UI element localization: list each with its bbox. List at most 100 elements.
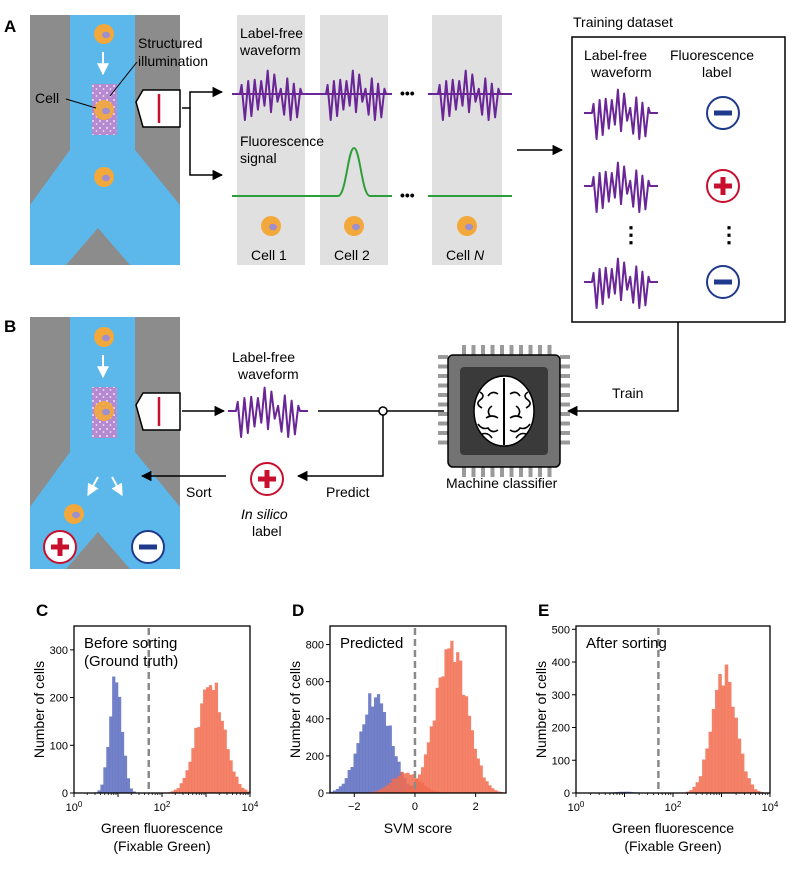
histogram-bar: [456, 652, 460, 793]
histogram-bar: [467, 715, 472, 793]
waveform-label-1: Label-free: [240, 25, 303, 41]
x-tick-label: 102: [154, 800, 171, 815]
histogram-bar: [379, 788, 384, 793]
histogram-bar: [191, 748, 195, 793]
histogram-bar: [432, 720, 436, 793]
in-silico-label: In silico: [241, 506, 288, 522]
b-waveform-label-1: Label-free: [232, 349, 295, 365]
waveform-label-2: waveform: [239, 42, 301, 58]
predict-label: Predict: [326, 484, 370, 500]
histogram-bar: [344, 778, 348, 793]
histogram-bar: [229, 760, 233, 793]
histogram-bar: [685, 791, 690, 793]
histogram-bar: [388, 782, 392, 793]
histogram-bar: [418, 781, 422, 793]
histogram-bar: [394, 756, 398, 793]
y-tick-label: 400: [306, 714, 324, 726]
histogram-bar: [747, 778, 751, 793]
histogram-bar: [497, 791, 501, 793]
chart-annotation: Predicted: [340, 635, 403, 652]
histogram-bar: [753, 789, 758, 793]
histogram-bar: [444, 649, 448, 793]
chart-annotation: (Ground truth): [84, 653, 178, 670]
histogram-bar: [429, 726, 433, 793]
x-tick-label: 2: [473, 801, 479, 813]
training-waveforms: [584, 88, 658, 309]
histogram-bar: [737, 738, 742, 793]
panel-label-e: E: [538, 601, 549, 620]
brain-icon: [473, 375, 535, 447]
y-tick-label: 100: [552, 755, 570, 767]
minus-outlet-icon: [131, 530, 165, 564]
histogram-bar: [365, 714, 369, 793]
histogram-bar: [244, 789, 248, 793]
histogram-bar: [708, 731, 713, 793]
histogram-bar: [409, 774, 413, 793]
histogram-bar: [356, 743, 360, 793]
histogram-bar: [179, 783, 183, 793]
histogram-bar: [400, 771, 404, 793]
y-tick-label: 200: [306, 751, 324, 763]
y-tick-label: 300: [50, 645, 68, 657]
histogram-bar: [217, 712, 221, 793]
y-tick-label: 0: [318, 788, 324, 800]
histogram-bar: [97, 790, 101, 793]
histogram-bar: [359, 731, 363, 793]
histogram-bar: [705, 748, 709, 793]
y-tick-label: 200: [50, 693, 68, 705]
histogram-bar: [374, 697, 378, 793]
histogram-bar: [482, 777, 486, 793]
histogram-bar: [341, 783, 345, 793]
histogram-bar: [332, 790, 337, 793]
histogram-bar: [721, 685, 726, 793]
histogram-bar: [214, 682, 219, 793]
histogram-bar: [126, 778, 131, 793]
b-waveform-label-2: waveform: [237, 366, 299, 382]
cell-label: Cell: [35, 90, 59, 106]
histogram-bar: [238, 784, 242, 793]
histogram-bar: [388, 725, 392, 793]
histogram-bar: [182, 777, 186, 793]
training-col1-1: Label-free: [584, 47, 647, 63]
y-axis-label: Number of cells: [533, 661, 549, 758]
x-tick-label: −2: [348, 801, 361, 813]
histogram-bar: [415, 778, 419, 793]
in-silico-plus-icon: [250, 462, 284, 496]
histogram-bar: [727, 681, 732, 793]
panel-label-d: D: [292, 601, 304, 620]
histogram-bar: [750, 784, 755, 793]
histogram-bar: [338, 786, 343, 793]
histogram-bar: [176, 788, 180, 793]
histogram-bar: [470, 730, 475, 793]
histogram-bar: [447, 648, 451, 793]
fluor-label-1: Fluorescence: [240, 133, 324, 149]
machine-classifier-label: Machine classifier: [446, 475, 558, 491]
chart-annotation: After sorting: [586, 635, 667, 652]
histogram-bar: [715, 689, 719, 793]
histogram-bar: [235, 776, 239, 793]
histogram-bar: [350, 766, 354, 793]
histogram-bar: [100, 784, 104, 793]
sort-label: Sort: [186, 484, 212, 500]
channel-b: [30, 317, 181, 569]
histogram-bar: [379, 703, 384, 793]
lane-cells: [261, 216, 477, 236]
histogram-bar: [362, 724, 366, 793]
histogram-bar: [382, 711, 387, 793]
y-tick-label: 200: [552, 723, 570, 735]
histogram-bar: [494, 790, 498, 793]
x-tick-label: 104: [242, 800, 259, 815]
histogram-bar: [132, 791, 136, 793]
x-tick-label: 104: [762, 800, 779, 815]
histogram-bar: [123, 755, 128, 793]
panel-label-c: C: [36, 601, 48, 620]
ellipsis-top: •••: [400, 85, 415, 101]
y-tick-label: 800: [306, 640, 324, 652]
histogram-bar: [109, 716, 113, 793]
histogram-bar: [624, 791, 629, 793]
y-tick-label: 500: [552, 624, 570, 636]
ellipsis-bottom: •••: [400, 187, 415, 203]
